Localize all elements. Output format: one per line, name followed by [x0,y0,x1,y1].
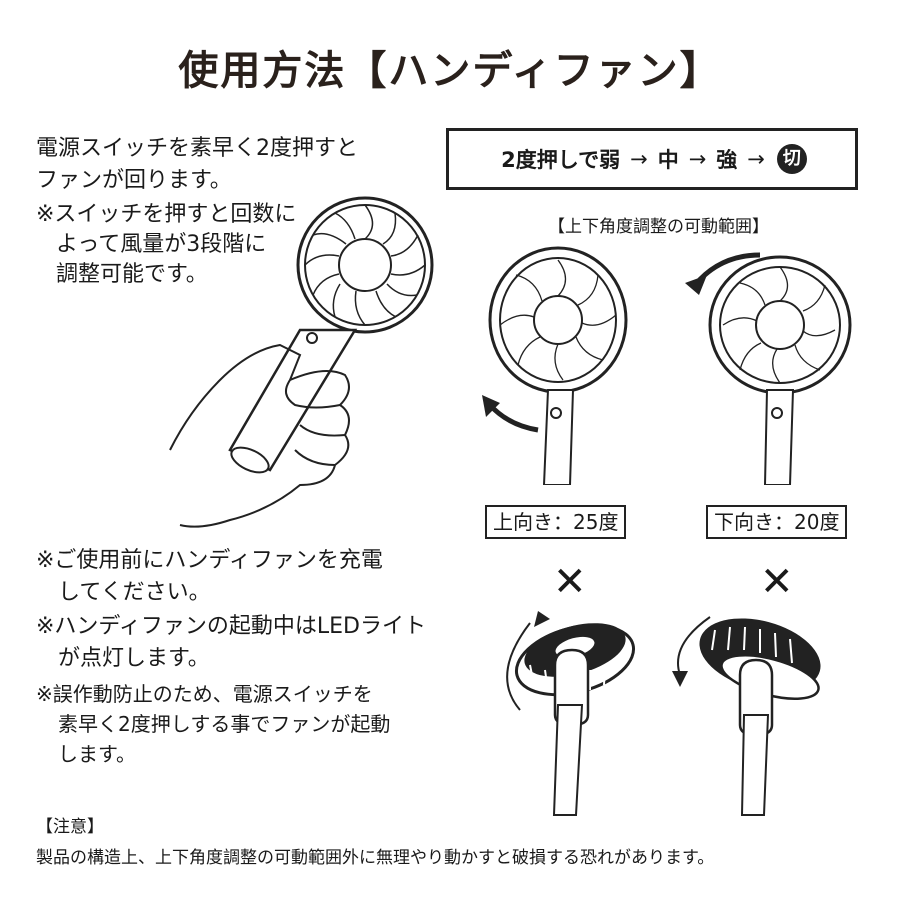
speed-weak-label: 2度押しで弱 [501,148,621,172]
x-mark-icon: ✕ [760,559,794,605]
instruction-note-3: 調整可能です。 [56,262,208,287]
arrow-right-icon: → [688,147,707,171]
caution-body: 製品の構造上、上下角度調整の可動範囲外に無理やり動かすと破損する恐れがあります。 [36,848,715,868]
fan-over-tilt-down-illustration [672,616,821,816]
note-misfire-line-1: ※誤作動防止のため、電源スイッチを [36,682,373,706]
note-misfire-line-2: 素早く2度押しする事でファンが起動 [58,712,391,736]
note-charge-line-1: ※ご使用前にハンディファンを充電 [36,548,383,573]
instruction-line-1: 電源スイッチを素早く2度押すと [36,136,358,161]
caution-heading: 【注意】 [36,817,104,837]
fan-tilt-up-illustration [482,246,628,485]
x-mark-icon: ✕ [553,559,587,605]
instruction-line-2: ファンが回ります。 [36,168,232,193]
page-title: 使用方法【ハンディファン】 [178,48,722,94]
note-misfire-line-3: します。 [58,742,136,766]
instruction-note-1: ※スイッチを押すと回数に [36,202,297,227]
arrow-right-icon: → [630,147,648,171]
fan-tilt-down-illustration [685,252,852,485]
angle-down-label: 下向き：20度 [706,505,848,539]
note-led-line-2: が点灯します。 [58,646,210,671]
angle-up-label: 上向き：25度 [485,505,627,539]
note-charge-line-2: してください。 [58,580,211,605]
angle-range-title: 【上下角度調整の可動範囲】 [548,217,769,237]
speed-sequence-box: 2度押しで弱 → 中 → 強 → 切 [446,128,858,190]
speed-strong-label: 強 [716,148,738,172]
fan-over-tilt-up-illustration [506,611,636,816]
instruction-note-2: よって風量が3段階に [56,232,267,257]
note-led-line-1: ※ハンディファンの起動中はLEDライト [36,614,426,639]
arrow-right-icon: → [747,147,765,171]
speed-mid-label: 中 [657,148,679,172]
hand-fan-illustration [169,196,434,528]
speed-off-badge: 切 [776,144,807,174]
